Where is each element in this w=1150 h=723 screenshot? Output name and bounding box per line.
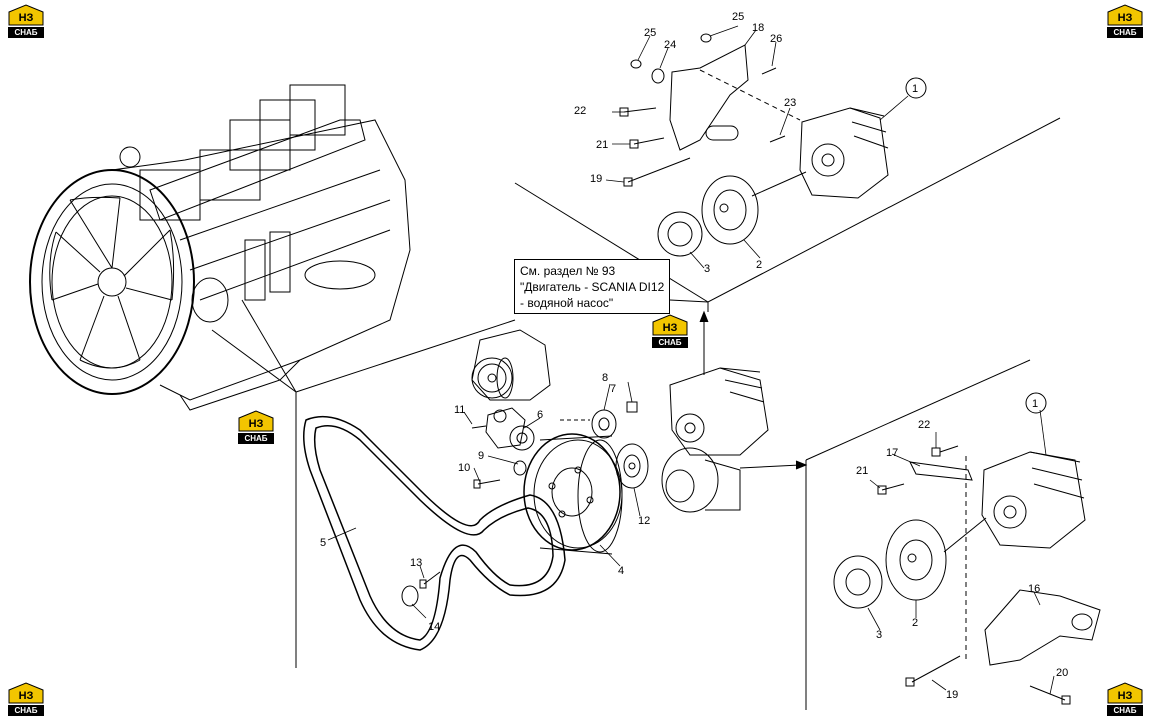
logo-word: СНАБ xyxy=(8,27,44,38)
label-22-bottom: 22 xyxy=(918,419,930,431)
label-8: 8 xyxy=(602,372,608,384)
house-logo-icon xyxy=(1107,682,1143,704)
label-16: 16 xyxy=(1028,583,1040,595)
logo-mark: НЗ xyxy=(662,322,678,334)
label-18: 18 xyxy=(752,22,764,34)
part-1-bottom-circle xyxy=(1025,392,1047,414)
logo-mark: НЗ xyxy=(1117,12,1133,24)
logo-word: СНАБ xyxy=(1107,705,1143,716)
label-9: 9 xyxy=(478,450,484,462)
label-6: 6 xyxy=(537,409,543,421)
nzsnab-logo-top-left: НЗ СНАБ xyxy=(6,4,46,40)
house-logo-icon xyxy=(1107,4,1143,26)
label-2-top: 2 xyxy=(756,259,762,271)
label-17: 17 xyxy=(886,447,898,459)
note-line-3: - водяной насос" xyxy=(520,296,614,310)
house-logo-icon xyxy=(8,4,44,26)
alternator-right xyxy=(833,445,1101,705)
note-line-1: См. раздел № 93 xyxy=(520,264,616,278)
crankshaft-pulley xyxy=(523,433,623,555)
label-2-bottom: 2 xyxy=(912,617,918,629)
logo-mark: НЗ xyxy=(248,418,264,430)
label-19-bottom: 19 xyxy=(946,689,958,701)
label-23: 23 xyxy=(784,97,796,109)
label-7: 7 xyxy=(610,383,616,395)
part-1-top-circle xyxy=(905,77,927,99)
cross-reference-note: См. раздел № 93 "Двигатель - SCANIA DI12… xyxy=(514,259,670,314)
label-14: 14 xyxy=(428,621,440,633)
label-3-top: 3 xyxy=(704,263,710,275)
belt-tensioner xyxy=(485,407,535,451)
flow-arrows xyxy=(560,310,808,470)
logo-mark: НЗ xyxy=(1117,690,1133,702)
label-19-top: 19 xyxy=(590,173,602,185)
part-labels: 1 1 2 2 3 3 4 5 6 7 8 9 10 11 12 13 14 1… xyxy=(320,11,1068,701)
label-25-left: 25 xyxy=(644,27,656,39)
idler-pulley-12 xyxy=(615,443,649,489)
label-25-right: 25 xyxy=(732,11,744,23)
label-3-bottom: 3 xyxy=(876,629,882,641)
nzsnab-logo-center: НЗ СНАБ xyxy=(650,314,690,350)
nzsnab-logo-top-right: НЗ СНАБ xyxy=(1105,4,1145,40)
label-21-top: 21 xyxy=(596,139,608,151)
alternator-top xyxy=(619,33,889,257)
water-pump xyxy=(471,329,551,401)
section-lines xyxy=(211,117,1061,710)
leader-lines xyxy=(327,25,1055,695)
label-13: 13 xyxy=(410,557,422,569)
logo-word: СНАБ xyxy=(652,337,688,348)
logo-word: СНАБ xyxy=(8,705,44,716)
label-4: 4 xyxy=(618,565,624,577)
house-logo-icon xyxy=(8,682,44,704)
small-fasteners xyxy=(401,425,527,607)
label-1-top: 1 xyxy=(912,83,918,95)
house-logo-icon xyxy=(652,314,688,336)
label-5: 5 xyxy=(320,537,326,549)
nzsnab-logo-bottom-right: НЗ СНАБ xyxy=(1105,682,1145,718)
note-line-2: "Двигатель - SCANIA DI12 xyxy=(520,280,665,294)
logo-mark: НЗ xyxy=(18,690,34,702)
label-11: 11 xyxy=(454,404,465,416)
house-logo-icon xyxy=(238,410,274,432)
nzsnab-logo-left: НЗ СНАБ xyxy=(236,410,276,446)
label-20: 20 xyxy=(1056,667,1068,679)
logo-mark: НЗ xyxy=(18,12,34,24)
label-24: 24 xyxy=(664,39,676,51)
engine-illustration xyxy=(29,84,411,411)
label-10: 10 xyxy=(458,462,470,474)
poly-v-belt xyxy=(303,415,566,651)
logo-word: СНАБ xyxy=(238,433,274,444)
idler-pulley xyxy=(591,401,638,439)
alternator-center xyxy=(661,367,769,513)
label-1-bottom: 1 xyxy=(1032,398,1038,410)
nzsnab-logo-bottom-left: НЗ СНАБ xyxy=(6,682,46,718)
logo-word: СНАБ xyxy=(1107,27,1143,38)
label-21-bottom: 21 xyxy=(856,465,868,477)
label-26: 26 xyxy=(770,33,782,45)
label-12: 12 xyxy=(638,515,650,527)
label-22-top: 22 xyxy=(574,105,586,117)
